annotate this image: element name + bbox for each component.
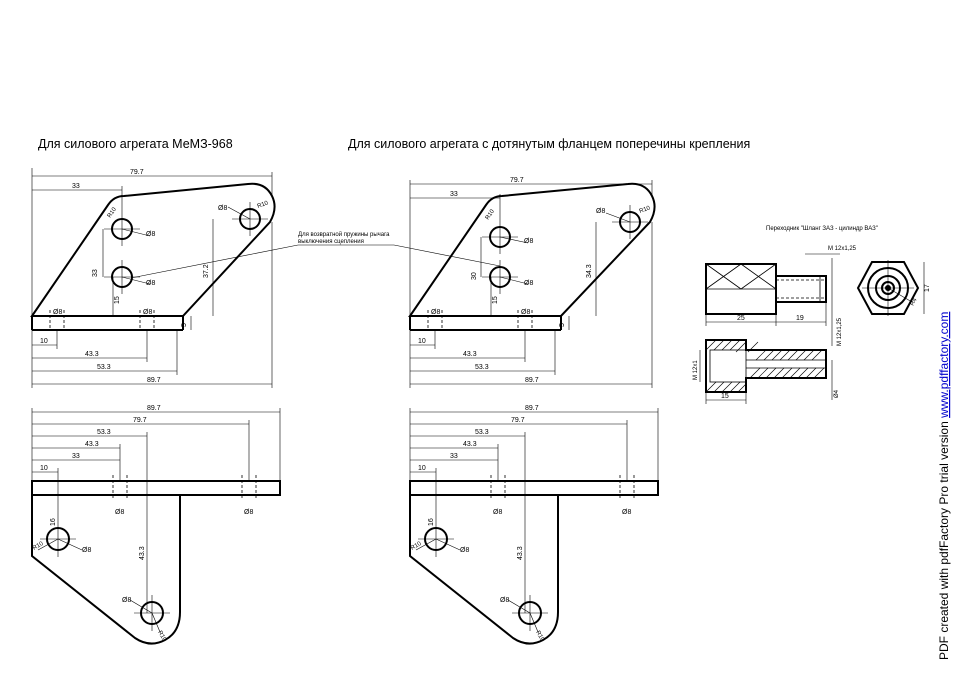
- title-left: Для силового агрегата МеМЗ-968: [38, 137, 233, 151]
- r10-left: R10: [485, 208, 497, 221]
- dim-79-7: 79.7: [130, 169, 144, 176]
- phi8-flange-left: Ø8: [53, 309, 62, 316]
- phi8-flange-left: Ø8: [431, 309, 440, 316]
- dim-5: 5: [181, 323, 188, 327]
- part-top-right: 79.7 33 10 43.3 53.3 89.7 30 15 34.3 5 Ø…: [408, 177, 656, 388]
- dim-15-v: 15: [492, 296, 499, 304]
- phi8-right: Ø8: [596, 208, 605, 215]
- dim-43-3-v: 43.3: [517, 546, 524, 560]
- phi8-lower: Ø8: [524, 280, 533, 287]
- part-bottom-right: 89.7 79.7 53.3 43.3 33 10 Ø8 Ø8 Ø8 Ø8 16…: [409, 405, 659, 645]
- dim-10: 10: [418, 465, 426, 472]
- r10-b: R10: [156, 630, 167, 643]
- svg-text:PDF created with pdfFactory Pr: PDF created with pdfFactory Pro trial ve…: [937, 312, 951, 660]
- phi8-flange-right: Ø8: [143, 309, 152, 316]
- r10-right: R10: [639, 205, 652, 215]
- dim-10: 10: [40, 338, 48, 345]
- spring-note: Для возвратной пружины рычага выключения…: [130, 231, 501, 279]
- thread-top: M 12х1,25: [828, 246, 857, 252]
- adapter-title: Переходник "Шланг ЗАЗ - цилиндр ВАЗ": [766, 226, 878, 232]
- phi8-a: Ø8: [115, 509, 124, 516]
- phi8-b: Ø8: [244, 509, 253, 516]
- dim-15: 15: [721, 393, 729, 400]
- dim-79-7: 79.7: [510, 177, 524, 184]
- r10-left: R10: [107, 206, 119, 219]
- phi8-c: Ø8: [460, 547, 469, 554]
- dim-33: 33: [450, 453, 458, 460]
- dim-37-2: 37.2: [203, 264, 210, 278]
- watermark-link[interactable]: www.pdffactory.com: [937, 312, 951, 419]
- title-right: Для силового агрегата с дотянутым фланце…: [348, 137, 750, 151]
- phi8-d: Ø8: [500, 597, 509, 604]
- dim-79-7: 79.7: [511, 417, 525, 424]
- phi8-flange-right: Ø8: [521, 309, 530, 316]
- dim-25: 25: [737, 315, 745, 322]
- phi8-lower: Ø8: [146, 280, 155, 287]
- dim-17: 17: [924, 284, 931, 292]
- r10-a: R10: [32, 541, 45, 552]
- dim-43-3: 43.3: [463, 351, 477, 358]
- dim-89-7: 89.7: [147, 377, 161, 384]
- dim-89-7: 89.7: [525, 377, 539, 384]
- phi8-upper: Ø8: [524, 238, 533, 245]
- dim-89-7: 89.7: [147, 405, 161, 412]
- thread-left: M 12х1: [693, 360, 699, 380]
- dim-53-3: 53.3: [97, 429, 111, 436]
- part-bottom-left: 89.7 79.7 53.3 43.3 33 10 Ø8 Ø8 Ø8 Ø8 16…: [31, 405, 281, 645]
- thread-side: M 12х1,25: [837, 317, 843, 346]
- r10-b: R10: [534, 630, 545, 643]
- r10-a: R10: [410, 541, 423, 552]
- dim-53-3: 53.3: [97, 364, 111, 371]
- r10-right: R10: [257, 200, 270, 210]
- dim-33-v: 33: [92, 269, 99, 277]
- dim-5: 5: [559, 323, 566, 327]
- phi8-a: Ø8: [493, 509, 502, 516]
- part-top-left: 79.7 33 10 43.3 53.3 89.7 33 15 37.2 5 Ø…: [30, 168, 276, 388]
- r4: R4: [910, 297, 919, 307]
- dim-30-v: 30: [471, 272, 478, 280]
- watermark: PDF created with pdfFactory Pro trial ve…: [937, 312, 951, 660]
- dim-53-3: 53.3: [475, 429, 489, 436]
- phi8-b: Ø8: [622, 509, 631, 516]
- dim-43-3: 43.3: [85, 351, 99, 358]
- note-line1: Для возвратной пружины рычага: [298, 231, 390, 238]
- dim-33: 33: [450, 191, 458, 198]
- dim-34-3: 34.3: [586, 264, 593, 278]
- dim-79-7: 79.7: [133, 417, 147, 424]
- watermark-text: PDF created with pdfFactory Pro trial ve…: [937, 418, 951, 660]
- dim-10: 10: [40, 465, 48, 472]
- dim-19: 19: [796, 315, 804, 322]
- dia-4: Ø4: [834, 389, 840, 398]
- dim-43-3: 43.3: [85, 441, 99, 448]
- adapter-drawing: Переходник "Шланг ЗАЗ - цилиндр ВАЗ" 25 …: [693, 226, 931, 404]
- dim-33: 33: [72, 183, 80, 190]
- dim-33: 33: [72, 453, 80, 460]
- phi8-d: Ø8: [122, 597, 131, 604]
- dim-89-7: 89.7: [525, 405, 539, 412]
- phi8-upper: Ø8: [146, 231, 155, 238]
- note-line2: выключения сцепления: [298, 239, 364, 245]
- phi8-c: Ø8: [82, 547, 91, 554]
- dim-10: 10: [418, 338, 426, 345]
- dim-15-v: 15: [114, 296, 121, 304]
- dim-53-3: 53.3: [475, 364, 489, 371]
- dim-43-3: 43.3: [463, 441, 477, 448]
- phi8-right: Ø8: [218, 205, 227, 212]
- dim-16: 16: [428, 518, 435, 526]
- dim-43-3-v: 43.3: [139, 546, 146, 560]
- dim-16: 16: [50, 518, 57, 526]
